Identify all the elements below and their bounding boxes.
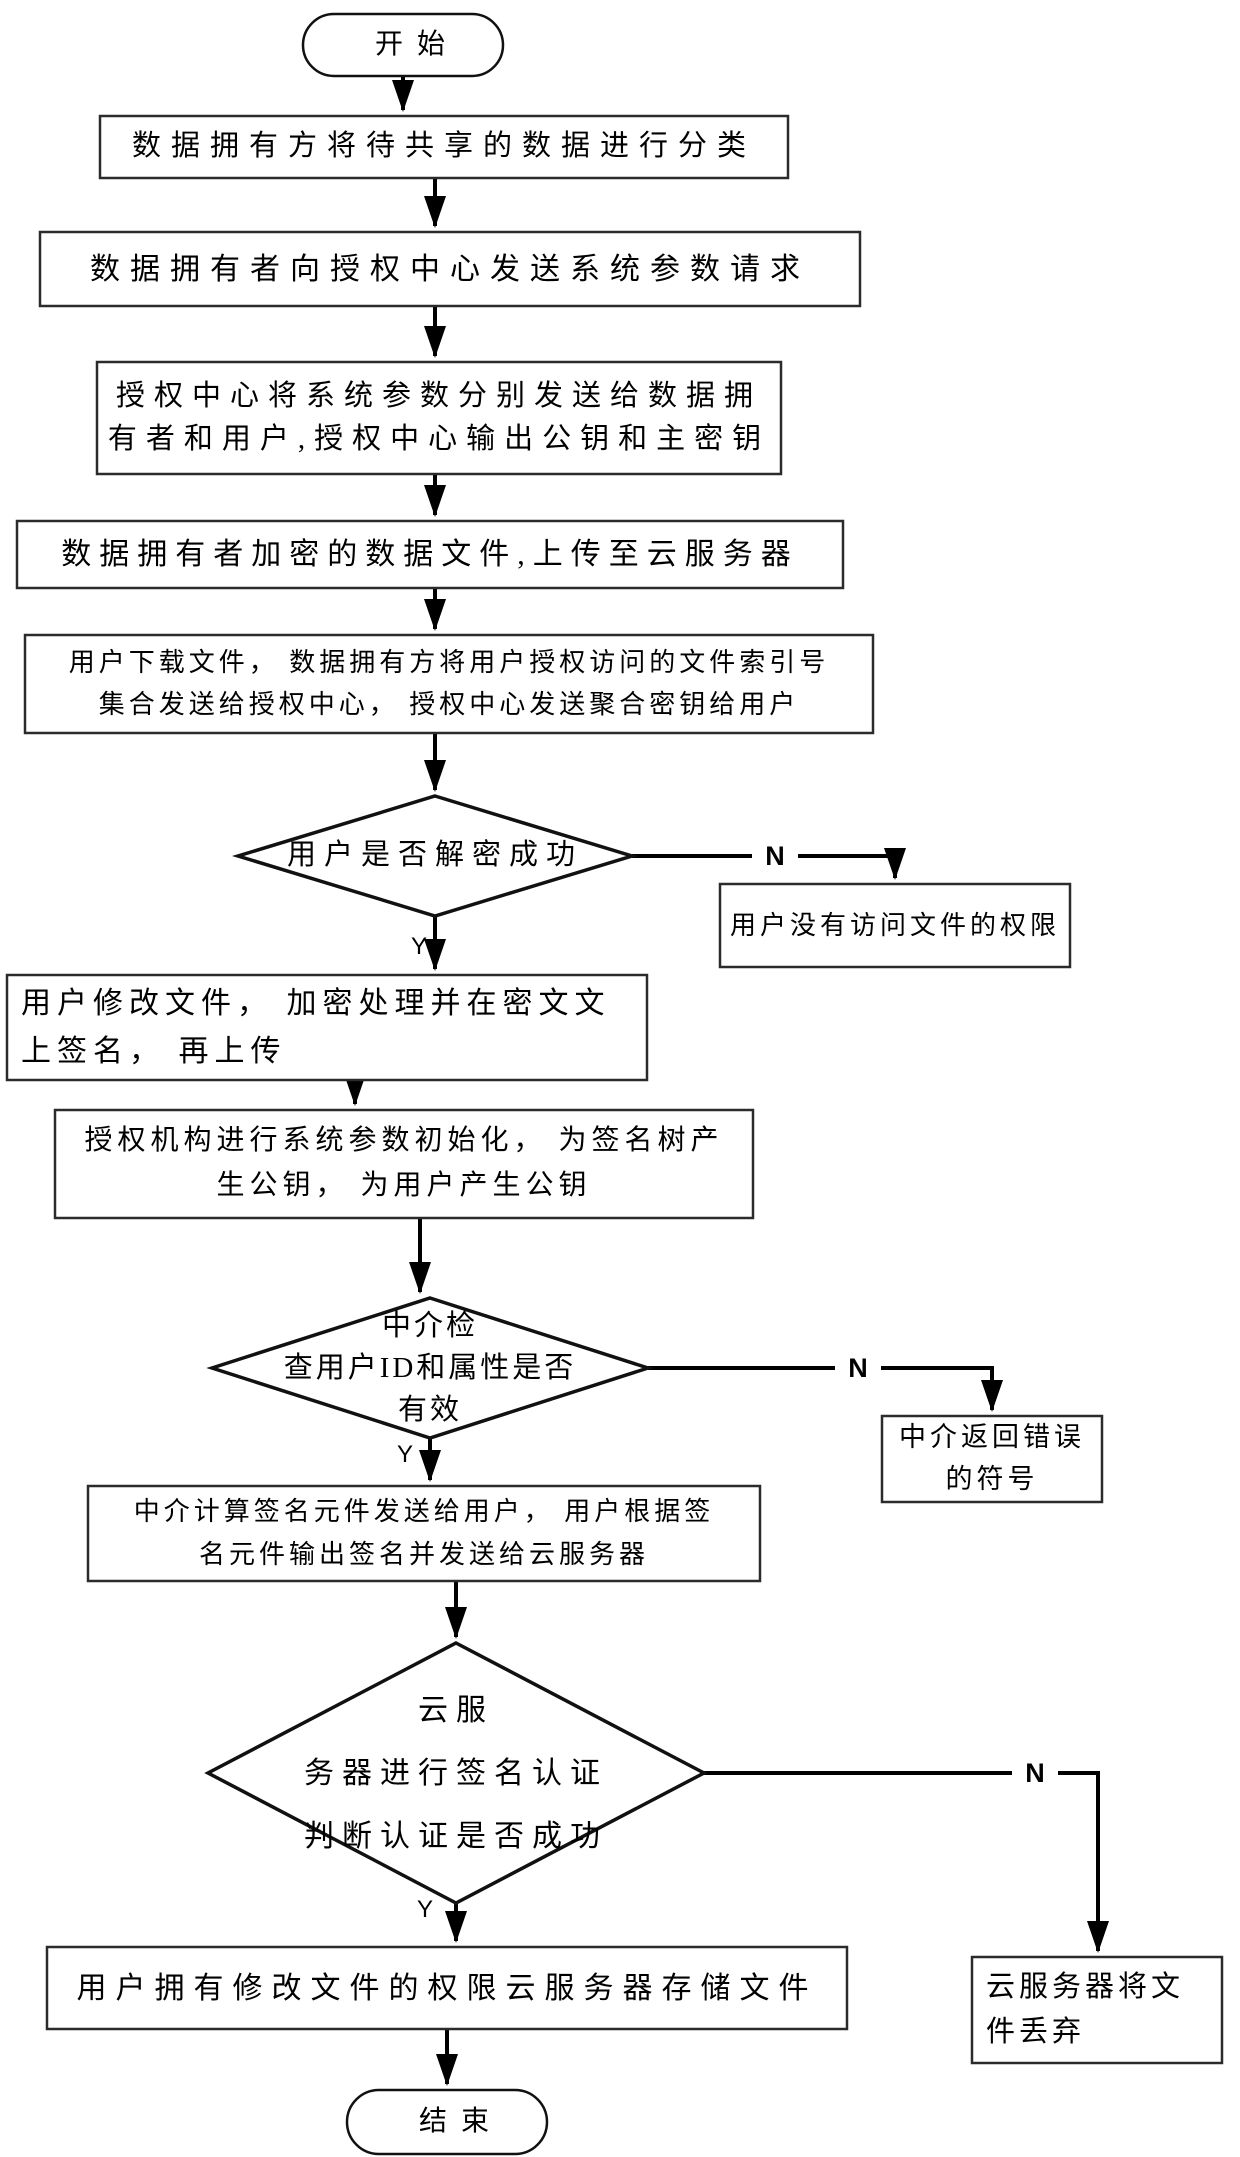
process-no-access-box: [718, 882, 1072, 969]
arrow-decrypt-no: [632, 848, 906, 880]
process-authority-init-label: 授权机构进行系统参数初始化， 为签名树产 生公钥， 为用户产生公钥: [84, 1125, 724, 1201]
edge-label-no-verify: N: [1012, 1755, 1058, 1791]
decision-signature-verify-label: 云服 务器进行签名认证 判断认证是否成功: [304, 1693, 608, 1853]
arrow-id-check-no: [648, 1366, 1003, 1412]
process-signature-element-label: 中介计算签名元件发送给用户， 用户根据签 名元件输出签名并发送给云服务器: [133, 1496, 715, 1569]
decision-decrypt-success-diamond: [231, 794, 639, 918]
end-terminator-shape: [345, 2088, 549, 2156]
start-terminator-label: 开始: [374, 29, 459, 60]
process-store-file-label: 用户拥有修改文件的权限云服务器存储文件: [76, 1971, 818, 2005]
end-terminator-label: 结束: [418, 2106, 503, 2137]
process-request-params-box: [38, 230, 862, 308]
edge-label-yes-verify: Y: [416, 1896, 433, 1923]
process-modify-sign-label: 用户修改文件， 加密处理并在密文文 上签名， 再上传: [21, 986, 611, 1068]
process-store-file-box: [45, 1945, 849, 2031]
process-no-access-label: 用户没有访问文件的权限: [729, 911, 1060, 940]
process-signature-element-box: [86, 1484, 762, 1583]
process-download-key-box: [23, 633, 875, 735]
process-upload-encrypted-box: [15, 519, 845, 590]
process-classify-data-label: 数据拥有方将待共享的数据进行分类: [131, 130, 756, 163]
edge-label-yes-decrypt: Y: [410, 933, 427, 960]
process-mediator-error-label: 中介返回错误 的符号: [899, 1422, 1085, 1494]
edge-label-no-decrypt: N: [752, 838, 798, 874]
process-discard-file-label: 云服务器将文 件丢弃: [986, 1971, 1185, 2048]
arrow-verify-no: [704, 1771, 1109, 1953]
process-authority-init-box: [53, 1108, 755, 1220]
decision-decrypt-success-label: 用户是否解密成功: [286, 839, 583, 872]
process-download-key-label: 用户下载文件， 数据拥有方将用户授权访问的文件索引号 集合发送给授权中心， 授权…: [68, 648, 830, 719]
edge-label-yes-id-check: Y: [396, 1441, 413, 1468]
process-distribute-params-label: 授权中心将系统参数分别发送给数据拥 有者和用户,授权中心输出公钥和主密钥: [107, 379, 771, 456]
decision-signature-verify-diamond: [204, 1641, 708, 1905]
decision-id-attribute-diamond: [206, 1296, 654, 1440]
process-upload-encrypted-label: 数据拥有者加密的数据文件,上传至云服务器: [61, 538, 799, 571]
process-modify-sign-box: [5, 973, 649, 1082]
decision-id-attribute-label: 中介检 查用户ID和属性是否 有效: [283, 1309, 577, 1427]
process-mediator-error-box: [880, 1414, 1104, 1504]
start-terminator-shape: [301, 12, 505, 78]
process-classify-data-box: [98, 114, 790, 180]
process-discard-file-box: [970, 1955, 1224, 2065]
process-distribute-params-box: [95, 360, 783, 476]
process-request-params-label: 数据拥有者向授权中心发送系统参数请求: [90, 252, 810, 286]
edge-label-no-id-check: N: [835, 1350, 881, 1386]
